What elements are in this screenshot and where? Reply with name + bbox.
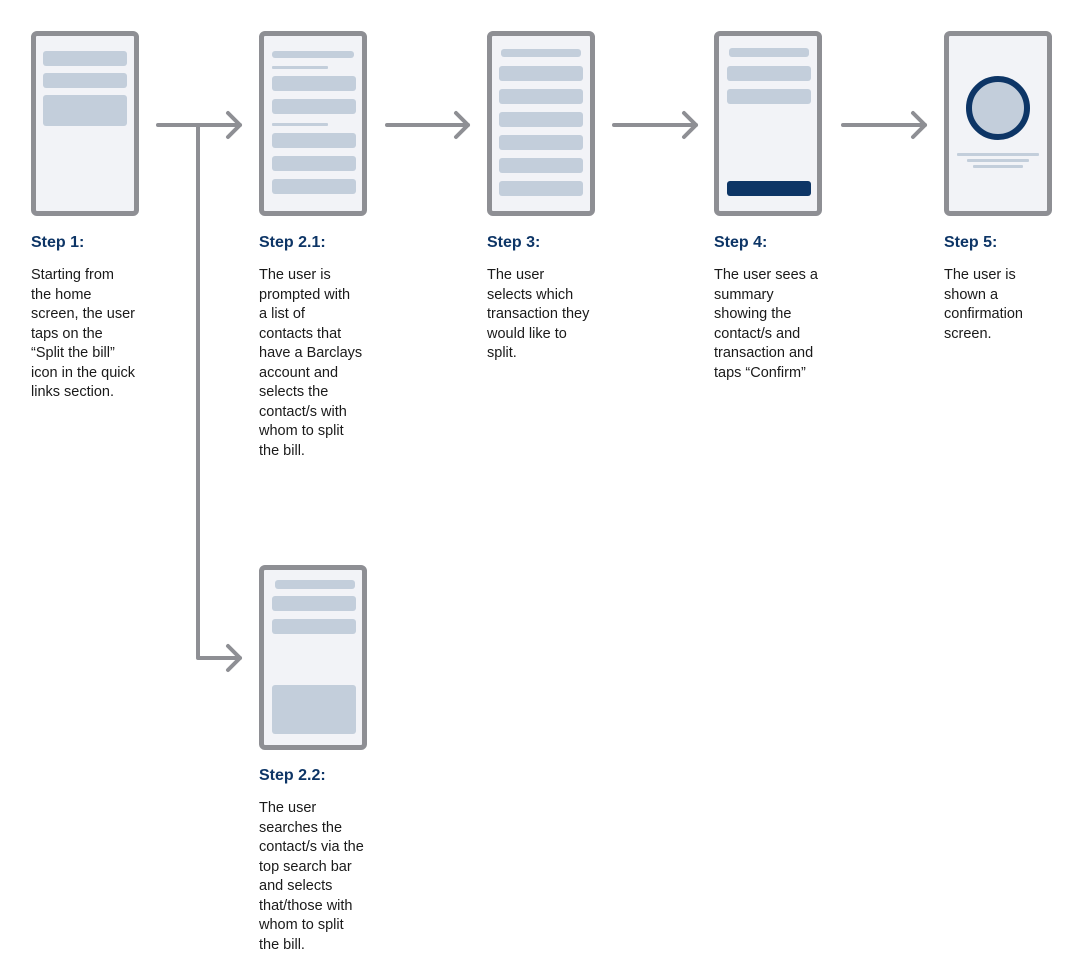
phone-step-2-2 <box>259 565 367 750</box>
step-2-2-title: Step 2.2: <box>259 767 326 784</box>
confirm-button <box>727 181 811 196</box>
transaction-row <box>499 112 583 127</box>
arrow-step2-1-to-step3 <box>385 111 470 139</box>
placeholder-line <box>272 51 354 58</box>
confirmation-circle-icon <box>966 76 1030 140</box>
step-4-title: Step 4: <box>714 234 768 251</box>
placeholder-line <box>973 165 1023 168</box>
section-divider <box>272 123 328 126</box>
contact-row <box>272 99 356 114</box>
step-5-description: The user is shown a confirmation screen. <box>944 267 1023 342</box>
keyboard-block <box>272 685 356 734</box>
transaction-row <box>499 89 583 104</box>
step-4-description: The user sees a summary showing the cont… <box>714 267 818 381</box>
step-1-title: Step 1: <box>31 234 85 251</box>
transaction-row <box>499 135 583 150</box>
step-3-title: Step 3: <box>487 234 541 251</box>
arrow-branch-to-step2-2 <box>196 123 242 672</box>
step-5-title: Step 5: <box>944 234 998 251</box>
quick-links-block <box>43 95 127 126</box>
contact-row <box>272 179 356 194</box>
contact-row <box>272 156 356 171</box>
arrow-step3-to-step4 <box>612 111 698 139</box>
placeholder-line <box>501 49 581 57</box>
arrow-step4-to-step5 <box>841 111 927 139</box>
placeholder-line <box>729 48 809 57</box>
step-2-1-title: Step 2.1: <box>259 234 326 251</box>
step-2-1-description: The user is prompted with a list of cont… <box>259 267 363 459</box>
search-result-row <box>272 619 356 634</box>
step-3-description: The user selects which transaction they … <box>487 267 590 361</box>
transaction-row <box>499 181 583 196</box>
transaction-row <box>499 66 583 81</box>
phone-step-2-1 <box>259 31 367 216</box>
step-1-description: Starting from the home screen, the user … <box>31 267 135 400</box>
placeholder-line <box>957 153 1039 156</box>
search-bar <box>272 596 356 611</box>
placeholder-line <box>967 159 1029 162</box>
summary-row <box>727 66 811 81</box>
placeholder-bar <box>43 51 127 66</box>
contact-row <box>272 76 356 91</box>
step-2-2-description: The user searches the contact/s via the … <box>259 800 364 953</box>
phone-step-3 <box>487 31 595 216</box>
phone-step-4 <box>714 31 822 216</box>
placeholder-line <box>275 580 355 589</box>
phone-step-5 <box>944 31 1052 216</box>
contact-row <box>272 133 356 148</box>
summary-row <box>727 89 811 104</box>
transaction-row <box>499 158 583 173</box>
section-divider <box>272 66 328 69</box>
phone-step-1 <box>31 31 139 216</box>
placeholder-bar <box>43 73 127 88</box>
